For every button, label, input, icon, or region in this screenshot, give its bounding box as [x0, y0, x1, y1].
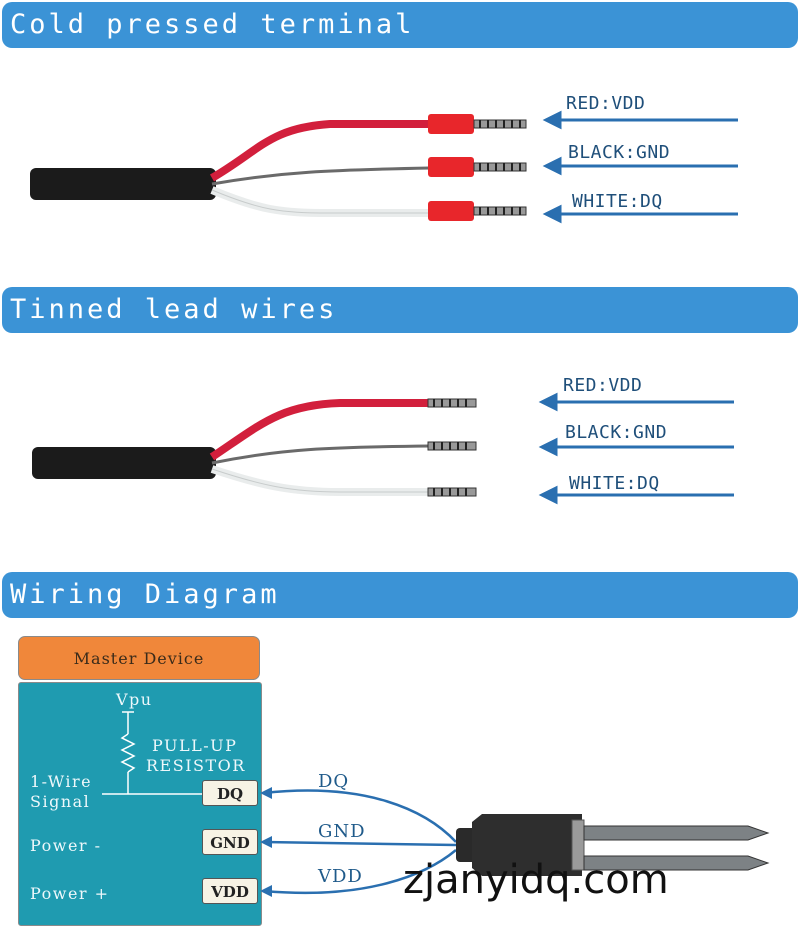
pullup-label-line1: PULL-UP	[152, 736, 238, 755]
tinned-label-black: BLACK:GND	[565, 422, 668, 443]
master-device-box: Master Device	[18, 636, 260, 680]
power-plus-label: Power +	[30, 884, 110, 903]
red-wire-2	[209, 399, 430, 461]
tinned-arrows	[538, 392, 734, 505]
pullup-label-line2: RESISTOR	[146, 756, 246, 775]
vpu-label: Vpu	[116, 690, 153, 709]
signal-label-line1: 1-Wire	[30, 772, 93, 791]
tinned-cable-illustration	[32, 398, 477, 497]
tinned-label-red: RED:VDD	[563, 375, 643, 396]
white-wire-2	[210, 465, 430, 496]
line-label-gnd: GND	[318, 821, 366, 842]
red-terminal-2	[428, 157, 474, 177]
pin-dq: DQ	[202, 780, 258, 806]
black-wire	[211, 166, 431, 186]
signal-label-line2: Signal	[30, 792, 91, 811]
line-label-vdd: VDD	[318, 866, 363, 887]
pin-tips	[473, 119, 527, 216]
section-title-cold-pressed: Cold pressed terminal	[2, 2, 798, 48]
power-minus-label: Power -	[30, 836, 102, 855]
line-label-dq: DQ	[318, 771, 350, 792]
cold-label-black: BLACK:GND	[568, 142, 671, 163]
pullup-resistor-circuit	[102, 711, 204, 795]
red-wire	[209, 120, 430, 182]
soil-sensor-probe	[456, 814, 770, 876]
cold-label-red: RED:VDD	[566, 93, 646, 114]
red-terminal-1	[428, 114, 474, 134]
tinned-label-white: WHITE:DQ	[569, 473, 660, 494]
pin-gnd: GND	[202, 829, 258, 855]
cold-label-white: WHITE:DQ	[572, 191, 663, 212]
red-terminal-3	[428, 201, 474, 221]
cold-pressed-cable-illustration	[30, 114, 527, 221]
watermark-text: zjanyidq.com	[403, 857, 669, 903]
section-title-wiring: Wiring Diagram	[2, 572, 798, 618]
cold-arrows	[542, 110, 738, 224]
cable-jacket-2	[32, 447, 216, 479]
black-wire-2	[211, 444, 431, 465]
cable-jacket	[30, 168, 216, 200]
section-title-tinned: Tinned lead wires	[2, 287, 798, 333]
pin-vdd: VDD	[202, 878, 258, 904]
sensor-connection-lines	[260, 787, 770, 897]
white-wire	[210, 186, 430, 217]
